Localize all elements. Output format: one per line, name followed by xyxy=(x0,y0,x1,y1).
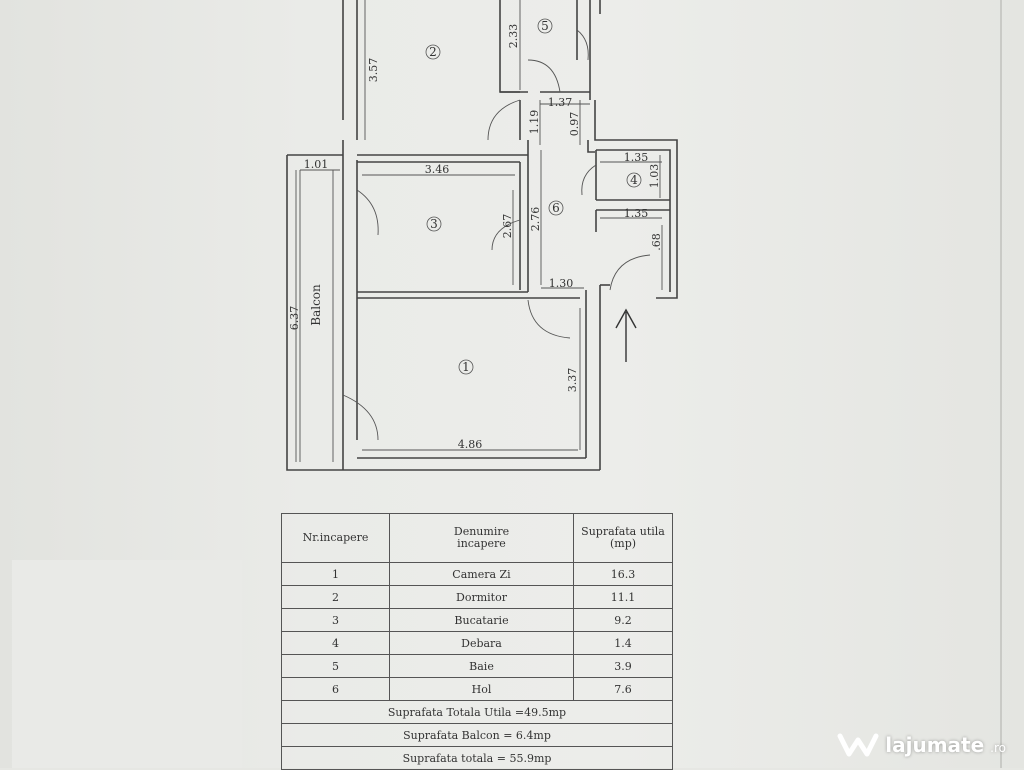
total-useful-row: Suprafata Totala Utila =49.5mp xyxy=(281,700,673,724)
dim-hall-height: 2.76 xyxy=(529,207,542,232)
dim-room3-width: 3.46 xyxy=(425,163,450,176)
entrance-arrow-icon xyxy=(615,308,637,362)
watermark-logo: lajumate .ro xyxy=(837,730,1006,760)
plan-dimension-lines xyxy=(299,0,663,462)
room-1-marker xyxy=(458,359,474,375)
header-area: Suprafata utila(mp) xyxy=(573,513,673,563)
room-3-marker xyxy=(426,216,442,232)
dim-balcony-width: 1.01 xyxy=(304,158,329,171)
header-room-number: Nr.incapere xyxy=(281,513,390,563)
total-useful-area: Suprafata Totala Utila =49.5mp xyxy=(281,700,673,724)
row-area: 16.3 xyxy=(573,562,673,586)
header-room-number-text: Nr.incapere xyxy=(302,531,369,544)
dim-entry-width: 1.35 xyxy=(624,207,649,220)
room-2-number: 2 xyxy=(429,45,437,59)
row-area: 11.1 xyxy=(573,585,673,609)
row-number: 6 xyxy=(281,677,390,701)
room-3-number: 3 xyxy=(430,217,438,231)
row-name: Camera Zi xyxy=(389,562,574,586)
room-5-number: 5 xyxy=(541,19,549,33)
row-number: 4 xyxy=(281,631,390,655)
lajumate-logo-icon xyxy=(837,733,879,757)
total-area-row: Suprafata totala = 55.9mp xyxy=(281,746,673,770)
paper-shade xyxy=(12,560,242,768)
watermark-suffix: .ro xyxy=(990,741,1006,755)
table-row: 4 Debara 1.4 xyxy=(281,631,673,655)
row-number: 2 xyxy=(281,585,390,609)
header-room-name-line2: incapere xyxy=(457,537,506,550)
table-row: 1 Camera Zi 16.3 xyxy=(281,562,673,586)
dim-hall-bottom-width: 1.30 xyxy=(549,277,574,290)
balcony-label: Balcon xyxy=(309,284,323,326)
table-row: 2 Dormitor 11.1 xyxy=(281,585,673,609)
row-area: 9.2 xyxy=(573,608,673,632)
row-name: Bucatarie xyxy=(389,608,574,632)
plan-walls xyxy=(286,0,678,471)
room-labels: 2 5 3 6 4 1 Balcon xyxy=(309,18,642,375)
dim-room4-height: 1.03 xyxy=(648,164,661,189)
row-number: 1 xyxy=(281,562,390,586)
header-area-line2: (mp) xyxy=(609,537,637,550)
dim-entry-height: .68 xyxy=(650,233,663,251)
total-balcony-area: Suprafata Balcon = 6.4mp xyxy=(281,723,673,747)
room-5-marker xyxy=(537,18,553,34)
row-area: 1.4 xyxy=(573,631,673,655)
total-balcony-row: Suprafata Balcon = 6.4mp xyxy=(281,723,673,747)
watermark-brand: lajumate xyxy=(885,733,985,757)
row-area: 7.6 xyxy=(573,677,673,701)
dimension-labels: 3.57 2.33 1.37 1.19 0.97 1.01 3.46 1.35 … xyxy=(288,24,663,451)
header-room-name-line1: Denumire xyxy=(453,525,510,538)
table-row: 5 Baie 3.9 xyxy=(281,654,673,678)
table-row: 3 Bucatarie 9.2 xyxy=(281,608,673,632)
dim-room1-height: 3.37 xyxy=(566,368,579,393)
dim-room1-width: 4.86 xyxy=(458,438,483,451)
row-number: 5 xyxy=(281,654,390,678)
room-4-marker xyxy=(626,172,642,188)
dim-hall-top-width: 1.37 xyxy=(548,96,573,109)
row-name: Dormitor xyxy=(389,585,574,609)
table-row: 6 Hol 7.6 xyxy=(281,677,673,701)
dim-hall-left-small: 1.19 xyxy=(528,110,541,135)
row-number: 3 xyxy=(281,608,390,632)
row-area: 3.9 xyxy=(573,654,673,678)
room-1-number: 1 xyxy=(462,360,470,374)
dim-hall-right-small: 0.97 xyxy=(568,112,581,137)
room-6-marker xyxy=(548,200,564,216)
row-name: Hol xyxy=(389,677,574,701)
row-name: Baie xyxy=(389,654,574,678)
room-6-number: 6 xyxy=(552,201,560,215)
floor-plan: 2 5 3 6 4 1 Balcon 3.57 2.33 1.37 1.19 0… xyxy=(286,0,678,471)
row-name: Debara xyxy=(389,631,574,655)
plan-doors xyxy=(342,29,651,441)
room-2-marker xyxy=(425,44,441,60)
room-4-number: 4 xyxy=(630,173,638,187)
dim-room4-width: 1.35 xyxy=(624,151,649,164)
dim-room5-height: 2.33 xyxy=(507,24,520,49)
dim-balcony-length: 6.37 xyxy=(288,306,301,331)
header-area-line1: Suprafata utila xyxy=(581,525,665,538)
paper-edge xyxy=(1000,0,1002,768)
total-area: Suprafata totala = 55.9mp xyxy=(281,746,673,770)
dim-room3-height: 2.67 xyxy=(501,214,514,239)
dim-room2-height: 3.57 xyxy=(367,58,380,83)
